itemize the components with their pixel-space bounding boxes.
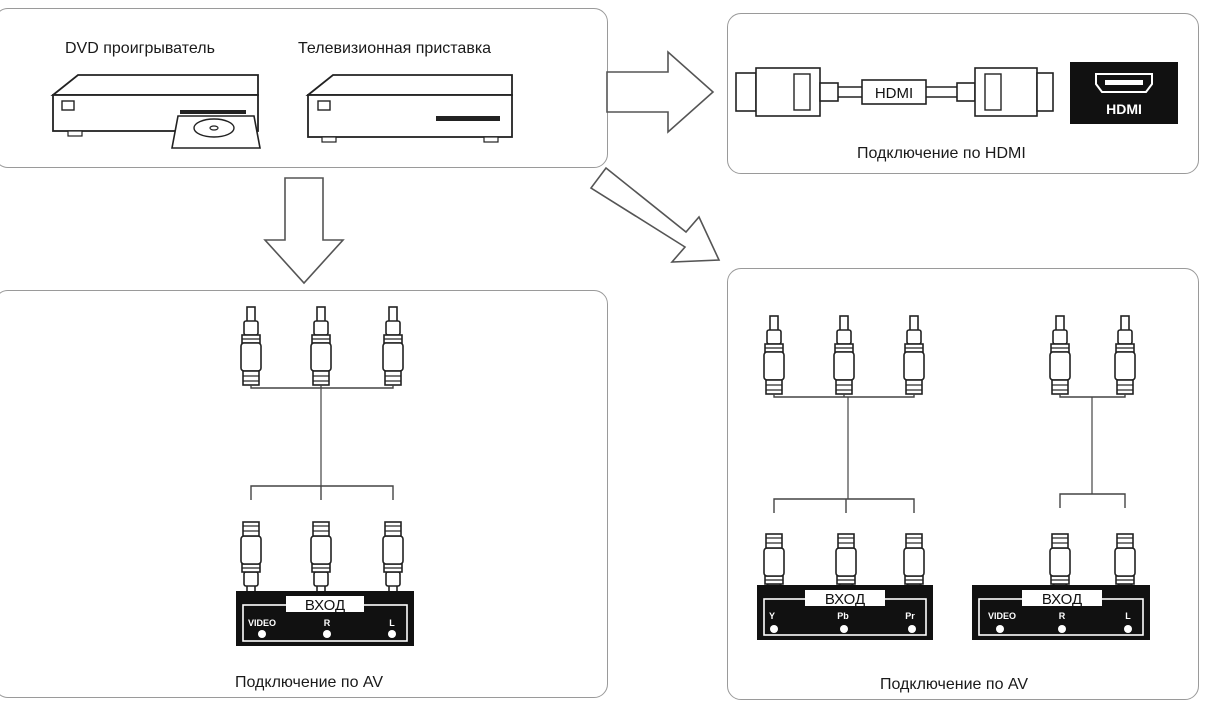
av-left-bottom-plugs <box>240 485 404 601</box>
av-right-input-panel: ВХОД VIDEO R L <box>972 585 1150 640</box>
av-left-port-l: L <box>389 618 395 628</box>
hdmi-cable-icon: HDMI <box>735 67 1054 117</box>
hdmi-port-icon: HDMI <box>1070 62 1178 124</box>
arrow-to-hdmi <box>606 50 715 134</box>
av-left-port-video: VIDEO <box>248 618 276 628</box>
component-port-y: Y <box>769 611 775 621</box>
settop-box-label: Телевизионная приставка <box>298 40 492 57</box>
av-caption-left: Подключение по AV <box>235 674 384 691</box>
audio-top-plugs <box>1049 315 1136 398</box>
av-left-port-r: R <box>324 618 331 628</box>
av-right-port-r: R <box>1059 611 1066 621</box>
hdmi-caption: Подключение по HDMI <box>857 145 1026 162</box>
component-port-pb: Pb <box>837 611 849 621</box>
hdmi-port-label: HDMI <box>1106 101 1142 117</box>
component-bottom-plugs <box>763 498 925 613</box>
av-right-panel-title: ВХОД <box>1042 591 1082 608</box>
dvd-player-label: DVD проигрыватель <box>65 40 215 57</box>
settop-box-icon <box>305 74 513 143</box>
av-right-port-l: L <box>1125 611 1131 621</box>
av-right-port-video: VIDEO <box>988 611 1016 621</box>
component-top-plugs <box>763 315 925 398</box>
component-input-panel: ВХОД Y Pb Pr <box>757 585 933 640</box>
av-left-input-panel: ВХОД VIDEO R L <box>236 591 414 646</box>
hdmi-cable-label: HDMI <box>875 85 913 102</box>
av-left-top-plugs <box>240 306 404 389</box>
component-port-pr: Pr <box>905 611 915 621</box>
av-left-panel-title: ВХОД <box>305 597 345 614</box>
arrow-to-av-right <box>589 166 721 263</box>
audio-bottom-plugs <box>1049 493 1136 613</box>
component-panel-title: ВХОД <box>825 591 865 608</box>
dvd-player-icon <box>50 74 261 149</box>
av-caption-right: Подключение по AV <box>880 676 1029 693</box>
arrow-to-av-left <box>263 177 345 285</box>
